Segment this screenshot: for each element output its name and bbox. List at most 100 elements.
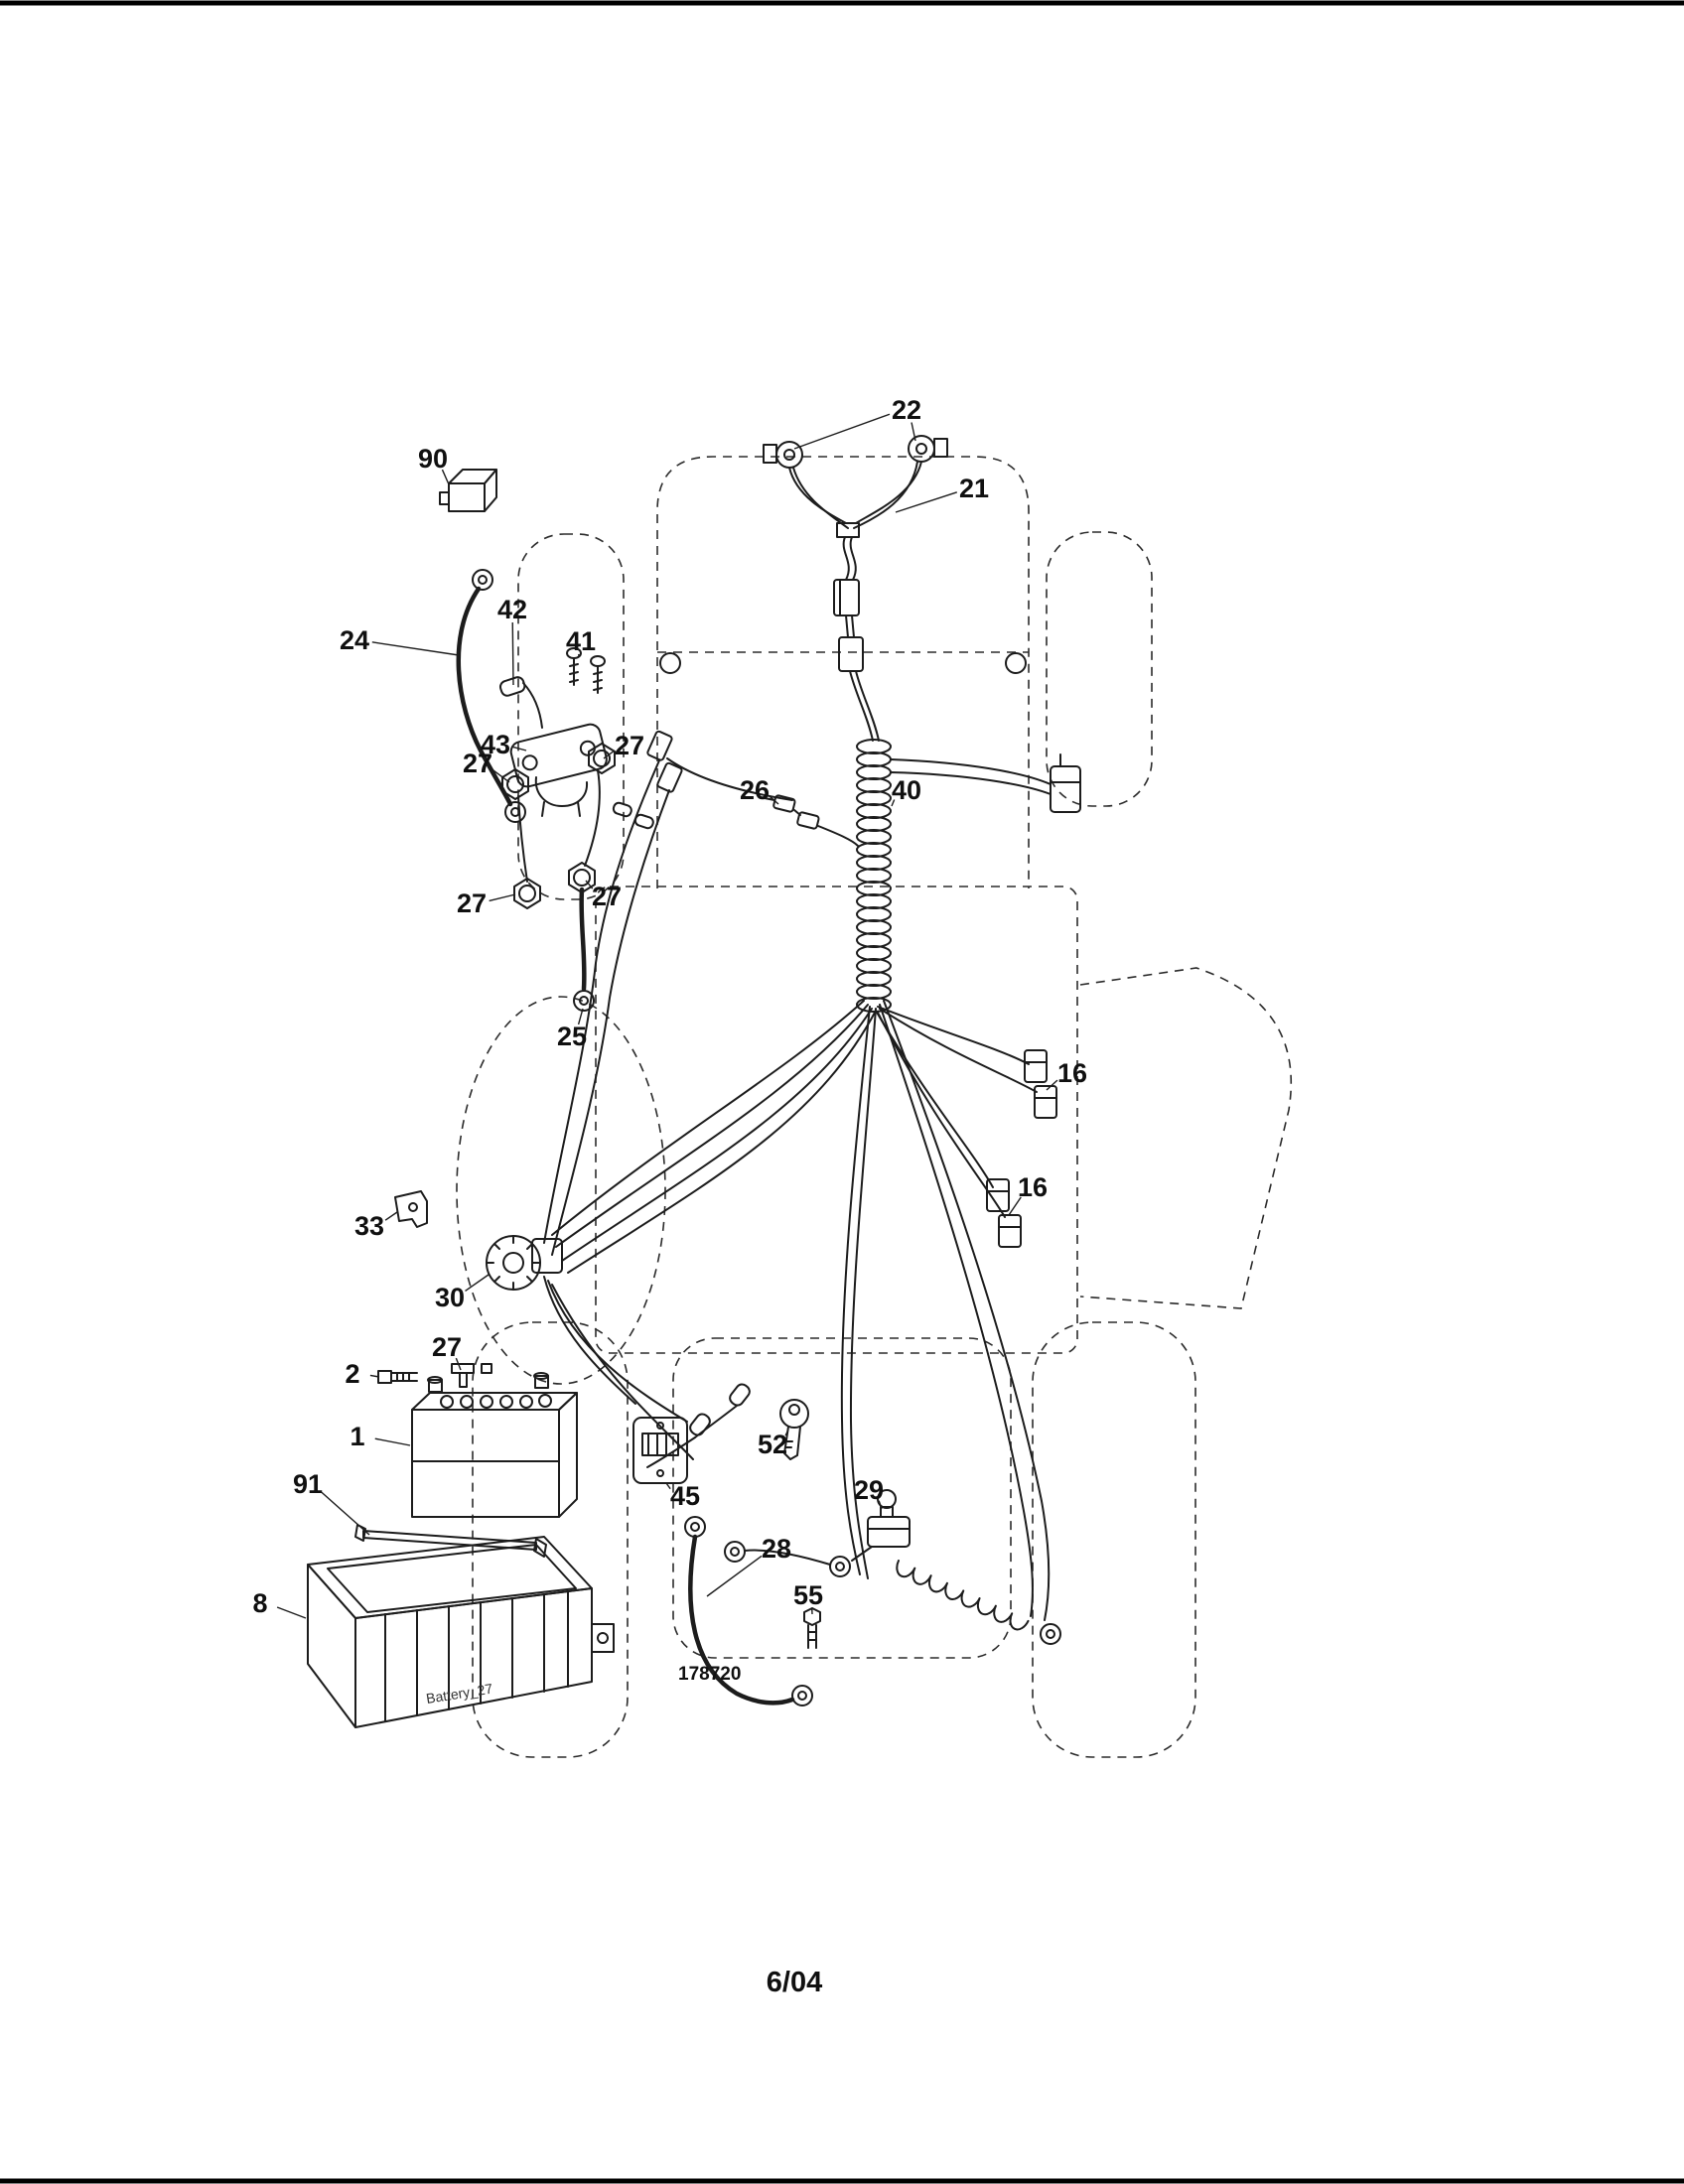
callout-leader-27 — [492, 769, 510, 783]
solenoid-lead-right — [584, 769, 601, 867]
connector-16-upper — [1024, 1049, 1057, 1119]
right-fender-outline — [1046, 531, 1153, 807]
harness-connector-right — [890, 753, 1081, 813]
callout-label-43: 43 — [481, 730, 510, 759]
center-frame-outline — [595, 886, 1078, 1354]
callout-label-16: 16 — [1018, 1172, 1048, 1202]
callout-leader-40 — [891, 799, 896, 807]
callout-label-27: 27 — [457, 888, 487, 918]
battery-strap-91 — [354, 1524, 547, 1558]
callout-leader-26 — [770, 796, 779, 805]
callout-label-27: 27 — [592, 882, 622, 911]
connector-16-lower — [986, 1178, 1022, 1248]
harness-plug-upper — [833, 579, 860, 616]
callout-leader-30 — [465, 1274, 490, 1292]
hourmeter-45 — [632, 1417, 688, 1484]
box-mounting-tab — [591, 1623, 615, 1653]
callout-leader-45 — [665, 1482, 671, 1490]
relay-90 — [439, 469, 497, 512]
terminal-boot-42 — [498, 676, 543, 729]
callout-label-27: 27 — [615, 731, 644, 760]
callout-label-45: 45 — [670, 1481, 700, 1511]
callout-label-24: 24 — [340, 625, 369, 655]
battery-box-8: Battery_27 — [307, 1536, 615, 1728]
footrest-outline — [456, 996, 666, 1385]
solenoid-lead-left — [517, 795, 528, 883]
frame-top-outline — [656, 456, 1030, 888]
callout-leader-21 — [895, 491, 957, 513]
callout-leader-43 — [512, 746, 527, 751]
callout-leader-91 — [321, 1491, 370, 1536]
callout-label-27: 27 — [432, 1332, 462, 1362]
diagram-number: 178720 — [678, 1664, 741, 1685]
callout-label-41: 41 — [566, 626, 596, 656]
callout-leader-25 — [577, 1008, 584, 1025]
callout-leader-27 — [585, 880, 594, 889]
harness-coil-40 — [856, 739, 892, 1013]
callout-leader-24 — [371, 641, 460, 656]
carriage-bolt-2 — [377, 1370, 418, 1384]
frame-bolt-hole-left — [659, 652, 681, 674]
callout-leader-27 — [455, 1357, 462, 1371]
callout-label-91: 91 — [293, 1469, 323, 1499]
headlight-socket-right — [908, 435, 935, 463]
callout-label-25: 25 — [557, 1022, 587, 1051]
harness-plug-lower — [838, 636, 864, 672]
seat-switch-coil-wire — [896, 1560, 1061, 1645]
callout-leader-2 — [369, 1374, 380, 1378]
inline-connectors-26 — [764, 794, 859, 847]
mounting-screws-41 — [566, 647, 606, 694]
main-harness-wires — [543, 1000, 1051, 1621]
callout-label-22: 22 — [892, 395, 921, 425]
callout-label-2: 2 — [345, 1359, 359, 1389]
callout-leader-52 — [784, 1429, 789, 1436]
headlight-socket-left — [775, 441, 803, 469]
bottom-right-outline — [1032, 1321, 1196, 1758]
interlock-switch-29 — [724, 1489, 911, 1577]
callout-label-33: 33 — [354, 1211, 384, 1241]
callout-label-21: 21 — [959, 474, 989, 503]
callout-label-27: 27 — [463, 749, 492, 778]
callout-leader-22 — [793, 413, 891, 450]
callout-leader-1 — [374, 1437, 411, 1446]
callout-label-30: 30 — [435, 1283, 465, 1312]
battery-1 — [411, 1372, 578, 1518]
callout-label-26: 26 — [740, 775, 770, 805]
callout-label-52: 52 — [758, 1430, 787, 1459]
callout-leader-29 — [878, 1500, 883, 1510]
callout-leader-22 — [911, 422, 916, 442]
callout-leader-16 — [1008, 1196, 1022, 1216]
callout-leader-27 — [603, 751, 615, 759]
callout-label-40: 40 — [892, 775, 921, 805]
ground-cable-25 — [573, 887, 595, 1012]
callout-label-42: 42 — [497, 595, 527, 624]
dash-harness-branch — [543, 730, 793, 1256]
callout-label-55: 55 — [793, 1580, 823, 1610]
callout-label-8: 8 — [252, 1588, 267, 1618]
callout-label-1: 1 — [350, 1422, 364, 1451]
frame-bolt-hole-right — [1005, 652, 1027, 674]
battery-cable-24 — [456, 569, 526, 823]
deck-outline — [1079, 967, 1293, 1309]
left-panel-outline — [517, 533, 625, 900]
callout-leader-27 — [489, 893, 516, 902]
ignition-switch-30 — [486, 1235, 563, 1291]
callout-leader-90 — [441, 469, 450, 485]
callout-leader-28 — [706, 1555, 763, 1597]
battery-terminal-pos — [534, 1375, 549, 1389]
bracket-33 — [394, 1190, 428, 1228]
ignition-key-52 — [779, 1399, 809, 1460]
bottom-left-outline — [472, 1321, 629, 1758]
callout-label-90: 90 — [418, 444, 448, 474]
headlight-harness-21-22 — [763, 435, 948, 742]
ground-cable-28 — [684, 1516, 813, 1706]
callout-leader-33 — [384, 1211, 398, 1221]
callout-leader-42 — [511, 621, 514, 686]
battery-terminal-neg — [428, 1379, 443, 1393]
callout-leader-16 — [1046, 1079, 1058, 1091]
terminal-clamp-27 — [451, 1363, 492, 1388]
footer-date: 6/04 — [767, 1967, 822, 1998]
